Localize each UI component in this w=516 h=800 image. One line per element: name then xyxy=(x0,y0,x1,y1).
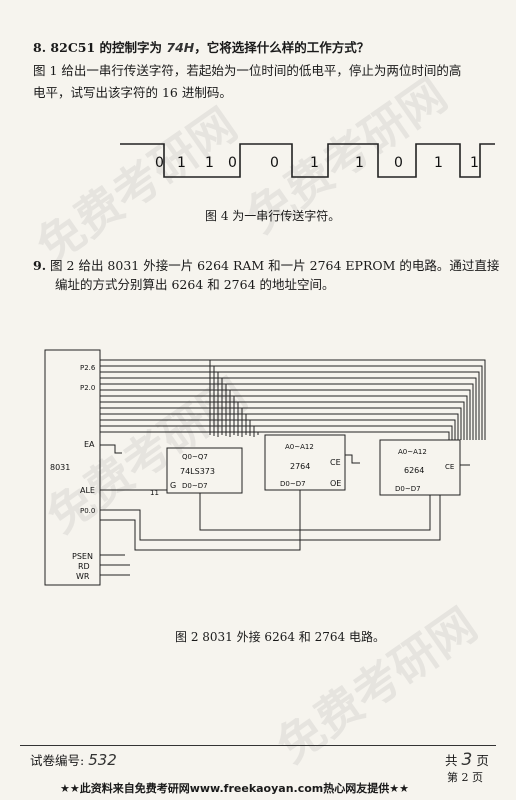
address-bus-line xyxy=(100,365,483,440)
q8-line2: 图 1 给出一串行传送字符，若起始为一位时间的低电平，停止为两位时间的高 xyxy=(33,63,462,78)
address-bus-line xyxy=(100,413,459,440)
page-current: 第 2 页 xyxy=(447,770,483,786)
address-bus-line xyxy=(100,383,474,440)
exam-label: 试卷编号: xyxy=(30,753,85,768)
address-bus-line xyxy=(100,419,456,440)
current-label: 第 xyxy=(447,771,458,784)
current-unit: 页 xyxy=(472,771,483,784)
ram-ce: CE xyxy=(445,463,454,471)
cpu-8031-box xyxy=(44,349,101,586)
address-bus-line xyxy=(100,407,462,440)
eprom-bottom: D0~D7 xyxy=(280,480,306,488)
latch-top: Q0~Q7 xyxy=(182,453,208,461)
q9-number: 9. xyxy=(33,258,47,273)
ram-bottom: D0~D7 xyxy=(395,485,421,493)
q8-caption: 图 4 为一串行传送字符。 xyxy=(205,209,341,223)
cpu-name: 8031 xyxy=(50,463,70,472)
bit-label: 1 xyxy=(355,155,364,171)
bit-label: 1 xyxy=(205,155,214,171)
pin-ea: EA xyxy=(84,440,95,449)
pin-p2-6: P2.6 xyxy=(80,364,96,372)
footer-banner: ★★此资料来自免费考研网www.freekaoyan.com热心网友提供★★ xyxy=(60,782,409,795)
bit-label: 0 xyxy=(155,155,164,171)
address-bus-line xyxy=(100,371,480,440)
q9-line1: 9. 图 2 给出 8031 外接一片 6264 RAM 和一片 2764 EP… xyxy=(33,258,499,274)
q8-text-post: ，它将选择什么样的工作方式？ xyxy=(194,40,370,55)
bit-label: 1 xyxy=(434,155,443,171)
latch-bottom: D0~D7 xyxy=(182,482,208,490)
q9-text-1: 图 2 给出 8031 外接一片 6264 RAM 和一片 2764 EPROM… xyxy=(50,258,500,273)
total-label: 共 xyxy=(445,753,458,768)
q8-line3: 电平，试写出该字符的 16 进制码。 xyxy=(33,85,232,100)
q8-line1: 8. 82C51 的控制字为 74H，它将选择什么样的工作方式？ xyxy=(33,40,369,56)
eprom-ce: CE xyxy=(330,458,341,467)
footer-rule xyxy=(20,745,496,746)
q8-number: 8. xyxy=(33,40,47,55)
address-bus-line xyxy=(100,395,468,440)
total-pages: 3 xyxy=(461,750,473,770)
q8-handwritten-value: 74H xyxy=(166,40,195,55)
pin-psen: PSEN xyxy=(72,552,93,561)
latch-74ls373-box xyxy=(166,447,243,494)
q8-text-pre: 82C51 的控制字为 xyxy=(50,40,163,55)
q9-caption: 图 2 8031 外接 6264 和 2764 电路。 xyxy=(175,630,385,644)
address-bus-line xyxy=(100,425,453,440)
address-bus-line xyxy=(100,401,465,440)
ram-top: A0~A12 xyxy=(398,448,427,456)
latch-name: 74LS373 xyxy=(180,467,215,476)
pin-rd: RD xyxy=(78,562,90,571)
bit-label: 0 xyxy=(394,155,403,171)
ram-6264-box xyxy=(379,439,461,496)
address-bus-line xyxy=(100,431,450,440)
current-page: 2 xyxy=(461,771,469,784)
eprom-top: A0~A12 xyxy=(285,443,314,451)
pin-p0-0: P0.0 xyxy=(80,507,95,515)
address-bus-line xyxy=(100,377,477,440)
exam-number: 试卷编号: 532 xyxy=(30,752,117,769)
eprom-name: 2764 xyxy=(290,462,310,471)
address-bus-line xyxy=(100,389,471,440)
address-bus-line xyxy=(100,359,486,440)
bit-label: 0 xyxy=(228,155,237,171)
bit-label: 1 xyxy=(177,155,186,171)
eprom-2764-box xyxy=(264,434,346,491)
circuit-diagram: P2.6 P2.0 EA 8031 ALE P0.0 PSEN RD WR Q0… xyxy=(44,349,486,586)
exam-no: 532 xyxy=(88,751,117,769)
bit-label: 1 xyxy=(470,155,479,171)
q9-line2: 编址的方式分别算出 6264 和 2764 的地址空间。 xyxy=(55,277,335,292)
bit-label: 1 xyxy=(310,155,319,171)
eprom-oe: OE xyxy=(330,479,341,488)
ram-name: 6264 xyxy=(404,466,424,475)
pin-wr: WR xyxy=(76,572,90,581)
pin-ale: ALE xyxy=(80,486,95,495)
total-unit: 页 xyxy=(476,753,489,768)
latch-pin: 11 xyxy=(150,489,159,497)
watermark: 免费考研网 xyxy=(267,597,487,774)
page-total: 共 3 页 xyxy=(445,752,489,769)
bit-label: 0 xyxy=(270,155,279,171)
pin-p2-0: P2.0 xyxy=(80,384,95,392)
latch-g: G xyxy=(170,481,176,490)
